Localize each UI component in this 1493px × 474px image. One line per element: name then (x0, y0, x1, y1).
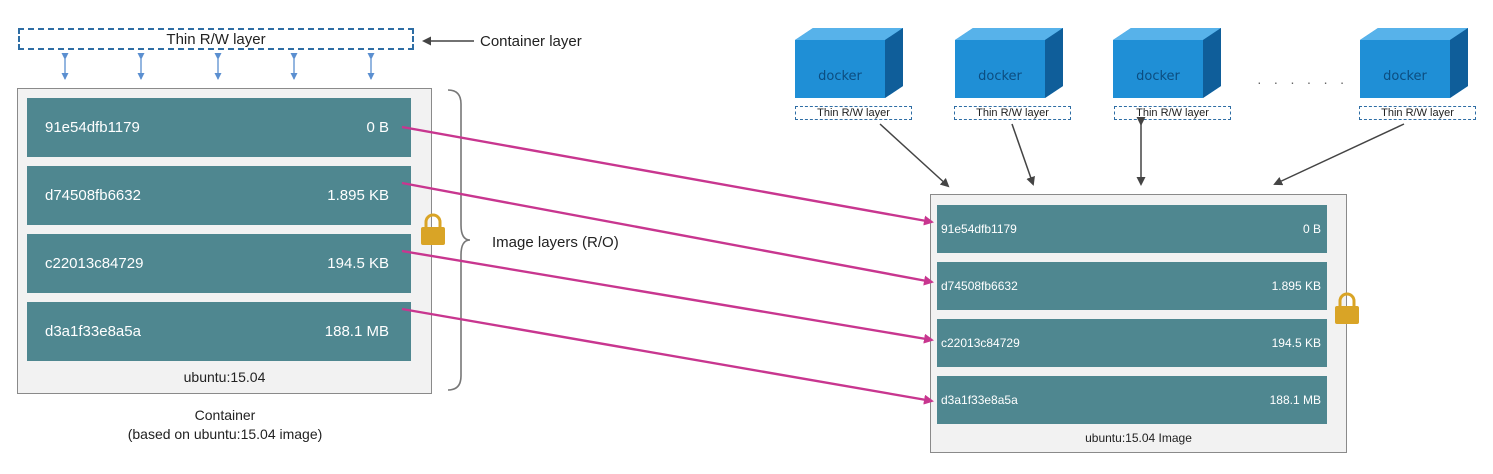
container-rw-label: Thin R/W layer (795, 106, 912, 120)
left-image-name: ubuntu:15.04 (183, 369, 266, 385)
caption-line-2: (based on ubuntu:15.04 image) (127, 426, 323, 442)
layer-size: 188.1 MB (1269, 393, 1321, 407)
left-layer-row: c22013c84729 194.5 KB (27, 234, 411, 293)
container-logo-text: docker (1136, 69, 1180, 84)
layer-size: 194.5 KB (327, 255, 389, 272)
layer-id: c22013c84729 (45, 255, 144, 272)
left-layer-row: d74508fb6632 1.895 KB (27, 166, 411, 225)
thin-rw-layer-box: Thin R/W layer (18, 28, 414, 50)
container-logo-text: docker (978, 69, 1022, 84)
caption-line-1: Container (194, 407, 256, 423)
layer-size: 188.1 MB (324, 323, 389, 340)
thin-rw-layer-label: Thin R/W layer (166, 30, 266, 48)
layer-id: d74508fb6632 (45, 187, 141, 204)
layer-id: 91e54dfb1179 (941, 222, 1017, 236)
container-logo-text: docker (1383, 69, 1427, 84)
layer-id: c22013c84729 (941, 336, 1020, 350)
right-image-name: ubuntu:15.04 Image (1085, 431, 1192, 445)
container-layer-label: Container layer (480, 33, 582, 50)
more-containers-ellipsis: · · · · · · (1257, 74, 1349, 90)
container-to-image-arrows (879, 117, 1405, 188)
docker-container-icon: docker (1360, 28, 1468, 98)
rw-link-arrows (61, 53, 375, 80)
lock-icon (1333, 292, 1361, 326)
right-layer-row: 91e54dfb1179 0 B (937, 205, 1327, 253)
layer-id: 91e54dfb1179 (45, 119, 140, 136)
container-rw-label: Thin R/W layer (1114, 106, 1231, 120)
lock-icon (419, 213, 447, 247)
container-caption: Container (based on ubuntu:15.04 image) (70, 406, 380, 444)
layer-size: 1.895 KB (1271, 279, 1321, 293)
layer-size: 0 B (366, 119, 389, 136)
layer-size: 0 B (1302, 222, 1321, 236)
docker-container-icon: docker (795, 28, 903, 98)
docker-container-icon: docker (955, 28, 1063, 98)
container-logo-text: docker (818, 69, 862, 84)
right-layer-row: d74508fb6632 1.895 KB (937, 262, 1327, 310)
layer-size: 194.5 KB (1271, 336, 1321, 350)
layer-id: d3a1f33e8a5a (45, 323, 141, 340)
left-layer-row: 91e54dfb1179 0 B (27, 98, 411, 157)
layer-mapping-arrows (401, 125, 934, 405)
docker-container-icon: docker (1113, 28, 1221, 98)
layer-size: 1.895 KB (327, 187, 389, 204)
layer-id: d3a1f33e8a5a (941, 393, 1018, 407)
right-layer-row: c22013c84729 194.5 KB (937, 319, 1327, 367)
container-rw-label: Thin R/W layer (1359, 106, 1476, 120)
layer-id: d74508fb6632 (941, 279, 1018, 293)
right-layer-row: d3a1f33e8a5a 188.1 MB (937, 376, 1327, 424)
container-rw-label: Thin R/W layer (954, 106, 1071, 120)
left-layer-row: d3a1f33e8a5a 188.1 MB (27, 302, 411, 361)
curly-brace-icon (447, 89, 471, 391)
image-layers-ro-label: Image layers (R/O) (492, 234, 619, 251)
